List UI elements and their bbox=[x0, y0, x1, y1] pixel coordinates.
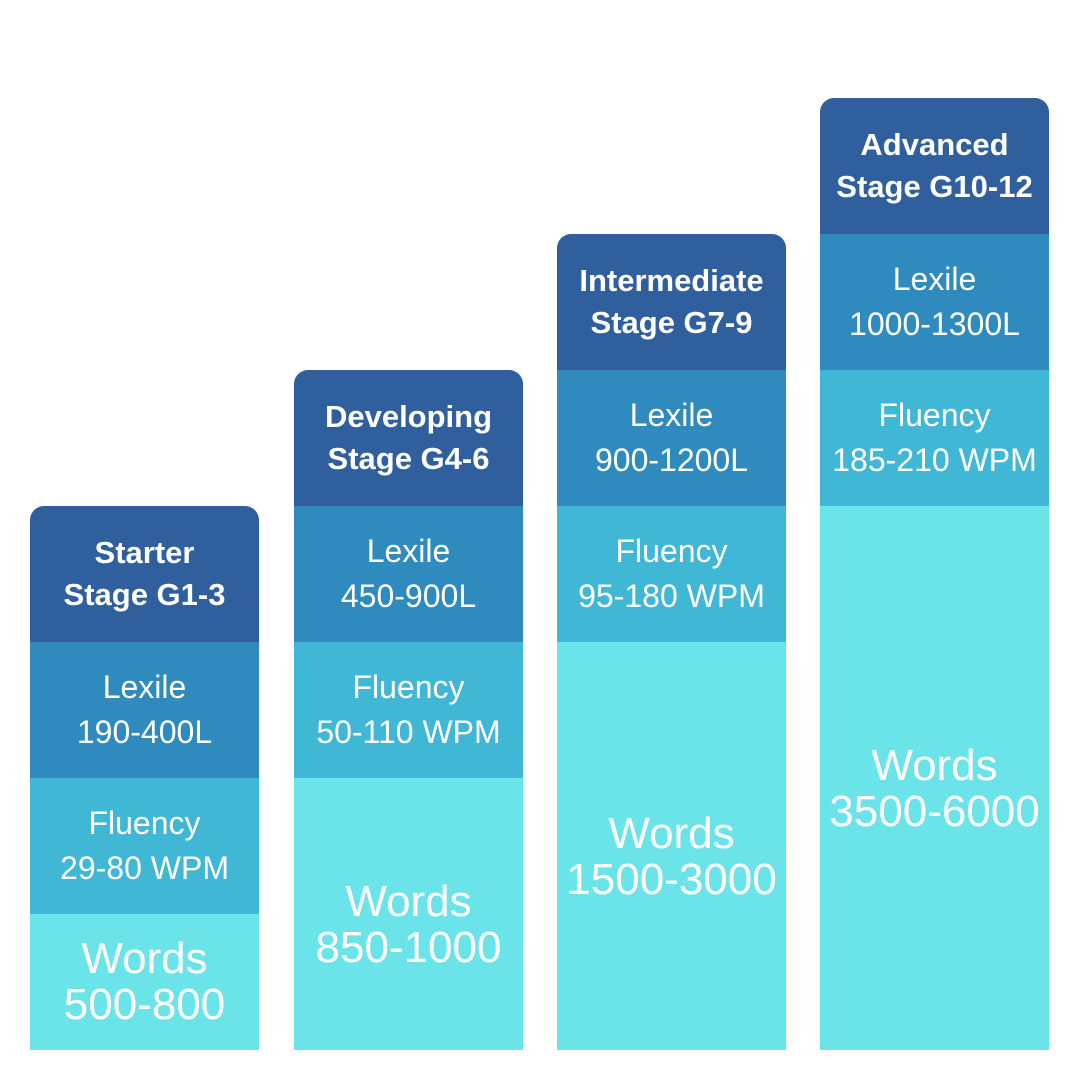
words-label: Words bbox=[871, 741, 998, 790]
lexile-cell: Lexile 190-400L bbox=[30, 642, 259, 778]
lexile-label: Lexile bbox=[892, 261, 977, 297]
lexile-value: 1000-1300L bbox=[849, 306, 1020, 342]
stage-column-advanced: Advanced Stage G10-12 Lexile 1000-1300L … bbox=[820, 98, 1049, 1050]
words-label: Words bbox=[345, 877, 472, 926]
stage-header: Developing Stage G4-6 bbox=[294, 370, 523, 506]
lexile-label: Lexile bbox=[366, 533, 451, 569]
stage-header: Starter Stage G1-3 bbox=[30, 506, 259, 642]
stage-title-line2: Stage G7-9 bbox=[590, 305, 753, 340]
lexile-value: 900-1200L bbox=[594, 442, 749, 478]
stage-title-line1: Starter bbox=[94, 535, 195, 570]
stage-column-starter: Starter Stage G1-3 Lexile 190-400L Fluen… bbox=[30, 506, 259, 1050]
stage-title-line1: Developing bbox=[324, 399, 493, 434]
fluency-cell: Fluency 29-80 WPM bbox=[30, 778, 259, 914]
words-cell: Words 850-1000 bbox=[294, 778, 523, 1050]
fluency-label: Fluency bbox=[88, 805, 201, 841]
fluency-value: 95-180 WPM bbox=[578, 578, 765, 614]
stage-header: Intermediate Stage G7-9 bbox=[557, 234, 786, 370]
lexile-cell: Lexile 900-1200L bbox=[557, 370, 786, 506]
words-cell: Words 1500-3000 bbox=[557, 642, 786, 1050]
words-value: 850-1000 bbox=[315, 923, 502, 972]
words-label: Words bbox=[608, 809, 735, 858]
words-cell: Words 3500-6000 bbox=[820, 506, 1049, 1050]
stage-title-line2: Stage G4-6 bbox=[327, 441, 490, 476]
fluency-label: Fluency bbox=[878, 397, 991, 433]
stage-column-intermediate: Intermediate Stage G7-9 Lexile 900-1200L… bbox=[557, 234, 786, 1050]
lexile-value: 450-900L bbox=[340, 578, 477, 614]
fluency-cell: Fluency 95-180 WPM bbox=[557, 506, 786, 642]
stage-title-line1: Intermediate bbox=[579, 263, 764, 298]
fluency-value: 50-110 WPM bbox=[316, 714, 501, 750]
lexile-value: 190-400L bbox=[76, 714, 213, 750]
words-value: 1500-3000 bbox=[566, 855, 777, 904]
lexile-cell: Lexile 450-900L bbox=[294, 506, 523, 642]
fluency-value: 185-210 WPM bbox=[832, 442, 1037, 478]
lexile-label: Lexile bbox=[629, 397, 714, 433]
stage-header: Advanced Stage G10-12 bbox=[820, 98, 1049, 234]
fluency-value: 29-80 WPM bbox=[60, 850, 229, 886]
words-label: Words bbox=[81, 934, 208, 983]
stage-title-line2: Stage G1-3 bbox=[63, 577, 226, 612]
stage-title-line2: Stage G10-12 bbox=[836, 169, 1033, 204]
fluency-cell: Fluency 185-210 WPM bbox=[820, 370, 1049, 506]
words-cell: Words 500-800 bbox=[30, 914, 259, 1050]
words-value: 500-800 bbox=[63, 980, 226, 1029]
fluency-label: Fluency bbox=[615, 533, 728, 569]
lexile-label: Lexile bbox=[102, 669, 187, 705]
stage-title-line1: Advanced bbox=[860, 127, 1009, 162]
fluency-cell: Fluency 50-110 WPM bbox=[294, 642, 523, 778]
fluency-label: Fluency bbox=[352, 669, 465, 705]
words-value: 3500-6000 bbox=[829, 787, 1040, 836]
lexile-cell: Lexile 1000-1300L bbox=[820, 234, 1049, 370]
stage-column-developing: Developing Stage G4-6 Lexile 450-900L Fl… bbox=[294, 370, 523, 1050]
